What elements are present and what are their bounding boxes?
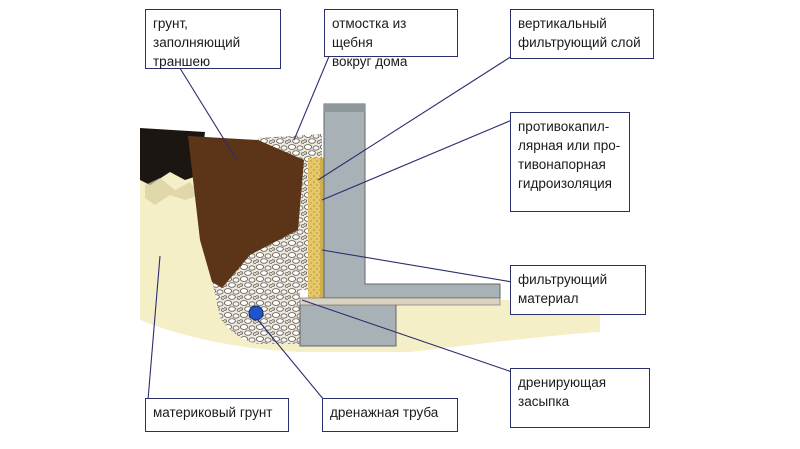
label-drain-pipe: дренажная труба [322, 398, 458, 432]
label-native-soil: материковый грунт [145, 398, 289, 432]
label-vertical-filter-layer: вертикальный фильтрующий слой [510, 9, 654, 59]
leader-drain-pipe [257, 319, 325, 401]
label-vertical-filter-layer-text: вертикальный фильтрующий слой [518, 16, 641, 50]
label-drainage-backfill: дренирующая засыпка [510, 368, 650, 428]
leader-drainage-backfill [301, 299, 513, 373]
leader-trench-soil [177, 64, 239, 163]
leader-capillary [321, 119, 513, 201]
capillary-waterproofing-strip [320, 158, 324, 300]
leader-native-soil [147, 255, 161, 401]
label-filter-material-text: фильтрующий материал [518, 272, 608, 306]
trench-fill-soil-area [188, 136, 304, 288]
label-trench-fill-soil: грунт, заполняющий траншею [145, 9, 281, 69]
topsoil-speckle [145, 178, 200, 205]
label-filter-material: фильтрующий материал [510, 265, 646, 315]
drain-pipe-icon [248, 305, 264, 321]
label-native-soil-text: материковый грунт [153, 405, 273, 420]
label-drain-pipe-text: дренажная труба [330, 405, 439, 420]
foundation-wall [323, 103, 501, 299]
foundation-wall-cap [324, 104, 365, 112]
label-trench-fill-soil-text: грунт, заполняющий траншею [153, 16, 241, 69]
leader-blind-area [293, 53, 331, 141]
leader-filter-material [321, 249, 513, 283]
label-drainage-backfill-text: дренирующая засыпка [518, 375, 607, 409]
footing [299, 303, 397, 347]
label-capillary-waterproofing: противокапил- лярная или про- тивонапорн… [510, 112, 630, 212]
leader-vertical-filter [317, 55, 513, 181]
label-gravel-blind-area-text: отмостка из щебня вокруг дома [332, 16, 408, 69]
filter-material-strip [299, 297, 501, 306]
label-gravel-blind-area: отмостка из щебня вокруг дома [324, 9, 458, 69]
label-capillary-waterproofing-text: противокапил- лярная или про- тивонапорн… [518, 119, 621, 191]
leader-lines [147, 53, 513, 401]
